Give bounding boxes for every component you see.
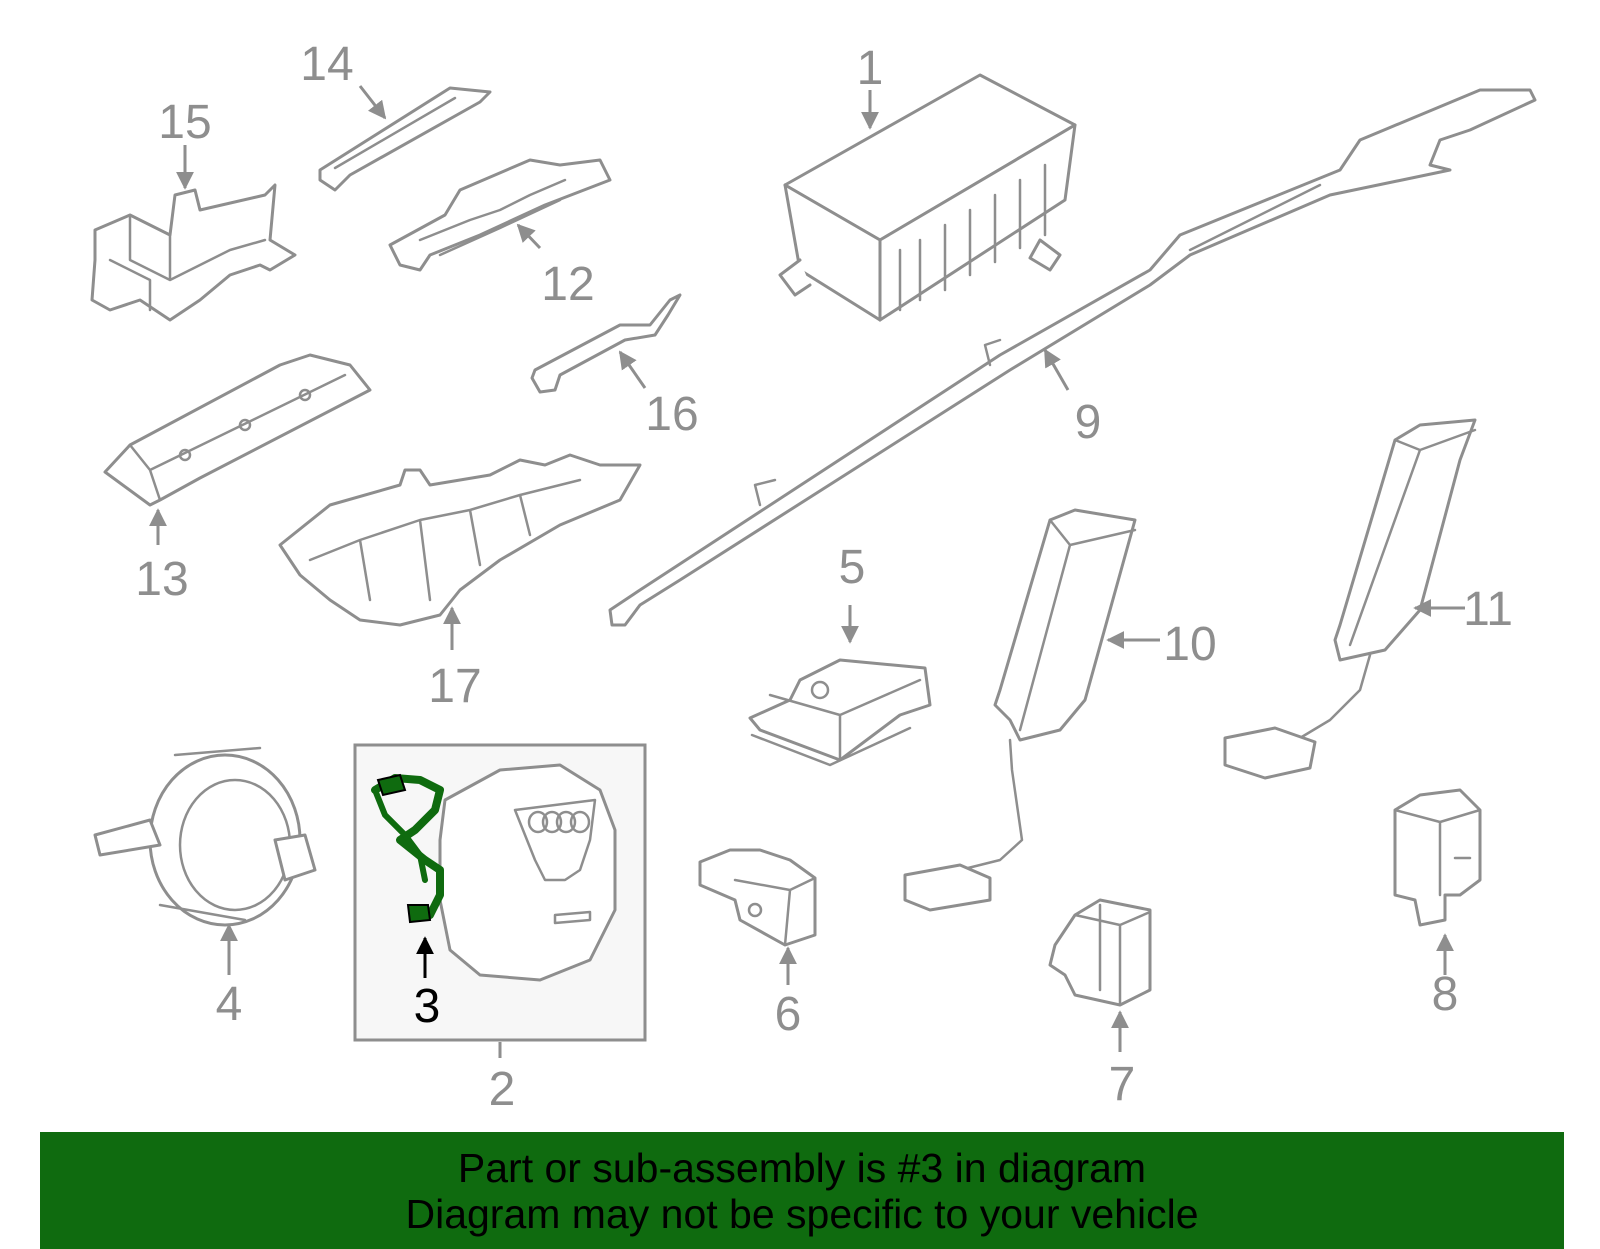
part-6-crash-sensor[interactable] xyxy=(698,848,817,947)
callout-12: 12 xyxy=(541,258,594,311)
callout-9: 9 xyxy=(1075,396,1102,449)
part-10-side-airbag[interactable] xyxy=(903,508,1137,912)
callout-15: 15 xyxy=(158,96,211,149)
part-7-connector[interactable] xyxy=(1048,898,1152,1007)
callout-7: 7 xyxy=(1109,1058,1136,1111)
callout-10: 10 xyxy=(1163,618,1216,671)
part-11-side-airbag[interactable] xyxy=(1223,418,1477,780)
part-12-cover[interactable] xyxy=(388,158,612,272)
callout-11: 11 xyxy=(1463,583,1513,636)
part-1-passenger-airbag[interactable] xyxy=(778,73,1077,322)
callout-13: 13 xyxy=(135,553,188,606)
part-2-driver-airbag-box[interactable] xyxy=(353,743,647,1042)
banner-line-2: Diagram may not be specific to your vehi… xyxy=(405,1191,1199,1237)
part-3-wiring-harness[interactable] xyxy=(371,773,444,924)
part-8-sensor[interactable] xyxy=(1393,788,1482,927)
part-4-clock-spring[interactable] xyxy=(93,746,317,927)
part-9-curtain-airbag[interactable] xyxy=(608,88,1537,627)
info-banner: Part or sub-assembly is #3 in diagram Di… xyxy=(40,1132,1564,1249)
callout-4: 4 xyxy=(216,978,243,1031)
part-16-bracket-strip[interactable] xyxy=(530,293,682,394)
part-5-control-module[interactable] xyxy=(748,658,932,767)
callout-8: 8 xyxy=(1432,968,1459,1021)
callout-5: 5 xyxy=(839,541,866,594)
callout-14: 14 xyxy=(300,38,353,91)
callout-6: 6 xyxy=(775,988,802,1041)
part-13-knee-airbag[interactable] xyxy=(103,353,372,507)
parts-diagram: 1 9 14 15 12 16 13 xyxy=(90,38,1537,1116)
callout-3: 3 xyxy=(414,980,441,1033)
callout-16: 16 xyxy=(645,388,698,441)
part-15-bracket[interactable] xyxy=(90,183,297,322)
part-17-carrier[interactable] xyxy=(278,453,642,627)
banner-line-1: Part or sub-assembly is #3 in diagram xyxy=(457,1145,1147,1191)
audi-rings-logo xyxy=(527,810,591,834)
callout-2: 2 xyxy=(489,1063,516,1116)
callout-17: 17 xyxy=(428,660,481,713)
callout-1: 1 xyxy=(857,42,884,95)
part-14-trim-strip[interactable] xyxy=(318,86,492,192)
